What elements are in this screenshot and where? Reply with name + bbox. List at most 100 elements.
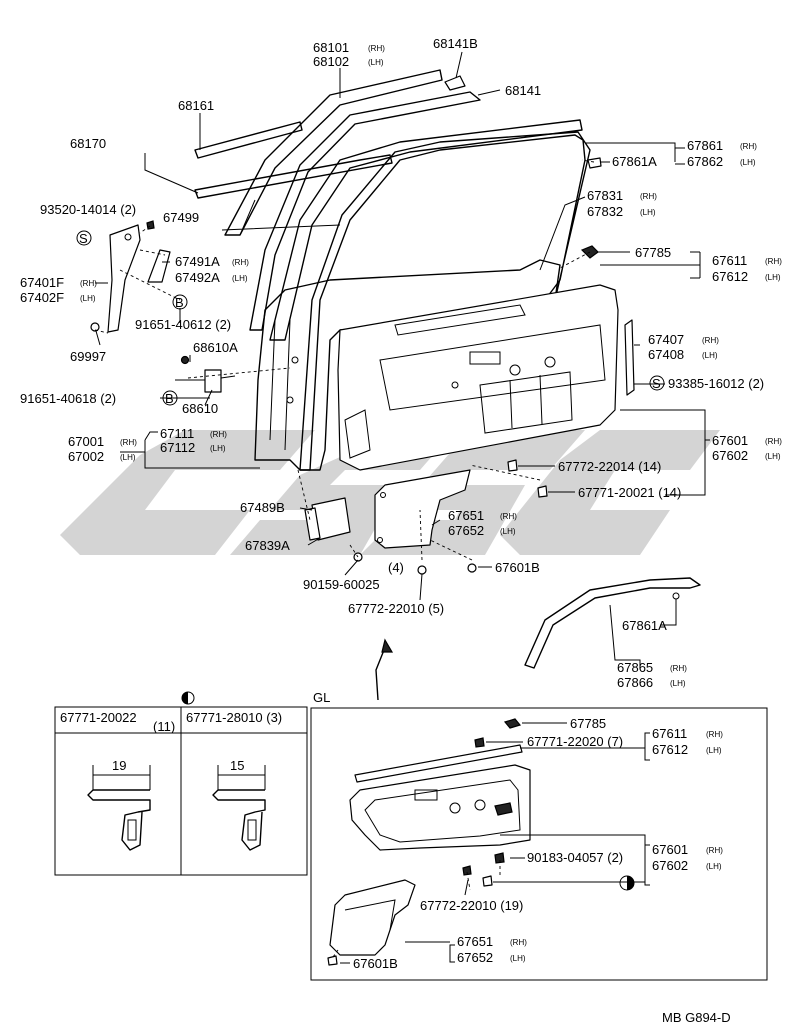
callout-68101-group: 68101 (RH) 68102 (LH) [313, 40, 385, 69]
callout-69997: 69997 [70, 349, 106, 364]
callout-68161: 68161 [178, 98, 214, 113]
symbol-s: S [652, 376, 661, 391]
callout-67611: 67611 [712, 253, 747, 268]
callout-67601: 67601 [712, 433, 748, 448]
callout-67407: 67407 [648, 332, 684, 347]
callout-67491a: 67491A [175, 254, 220, 269]
callout-67866: 67866 [617, 675, 653, 690]
gl-callout-lh: (LH) [706, 862, 722, 871]
callout-rh: (RH) [120, 438, 137, 447]
symbol-b-circle [172, 294, 188, 310]
clip-2-dim: 15 [230, 758, 244, 773]
gl-callout-lh: (LH) [510, 954, 526, 963]
callout-67652: 67652 [448, 523, 484, 538]
gl-inset: GL 67785 67771-22020 (7) 67611 (RH) 6 [310, 690, 768, 981]
callout-68141b: 68141B [433, 36, 478, 51]
gl-callout-67772-22010: 67772-22010 (19) [420, 898, 523, 913]
symbol-b: B [165, 391, 174, 406]
callout-lh: (LH) [120, 453, 136, 462]
callout-rh: (RH) [640, 192, 657, 201]
door-drawing [90, 69, 701, 669]
callout-rh: (RH) [765, 437, 782, 446]
leader-lines [95, 51, 710, 668]
callout-68101: 68101 [313, 40, 349, 55]
clip-2-part: 67771-28010 (3) [186, 710, 282, 725]
gl-arrow [375, 644, 389, 701]
symbol-s-circle [649, 375, 665, 391]
gl-callout-67611: 67611 [652, 726, 687, 741]
callout-rh: (RH) [702, 336, 719, 345]
callout-rh: (RH) [232, 258, 249, 267]
clip-detail-table: 67771-20022 (11) 67771-28010 (3) 19 15 [54, 691, 308, 876]
callout-lh: (LH) [670, 679, 686, 688]
gl-arrow-head [381, 638, 394, 653]
gl-callout-67601b: 67601B [353, 956, 398, 971]
symbol-b: B [175, 295, 184, 310]
callout-67861a-roof: 67861A [622, 618, 667, 633]
callout-67601b: 67601B [495, 560, 540, 575]
callout-67001: 67001 [68, 434, 104, 449]
callout-rh: (RH) [210, 430, 227, 439]
callout-67832: 67832 [587, 204, 623, 219]
callout-68170: 68170 [70, 136, 106, 151]
callout-93520: 93520-14014 (2) [40, 202, 136, 217]
callout-67112: 67112 [160, 440, 195, 455]
gl-callout-rh: (RH) [510, 938, 527, 947]
callout-rh: (RH) [670, 664, 687, 673]
symbol-s: S [79, 231, 88, 246]
callout-rh: (RH) [765, 257, 782, 266]
gl-callout-90183: 90183-04057 (2) [527, 850, 623, 865]
callout-67401f: 67401F [20, 275, 64, 290]
clip-1-qty: (11) [153, 719, 175, 734]
gl-title: GL [313, 690, 330, 705]
symbol-b-circle [162, 390, 178, 406]
callout-67492a: 67492A [175, 270, 220, 285]
callout-lh: (LH) [740, 158, 756, 167]
clip-1-part: 67771-20022 [60, 710, 137, 725]
callout-68610: 68610 [182, 401, 218, 416]
callout-67612: 67612 [712, 269, 748, 284]
callout-68610a: 68610A [193, 340, 238, 355]
callout-67651: 67651 [448, 508, 484, 523]
callout-67402f: 67402F [20, 290, 64, 305]
callout-67408: 67408 [648, 347, 684, 362]
callout-lh: (LH) [232, 274, 248, 283]
callout-68141: 68141 [505, 83, 541, 98]
callout-67865: 67865 [617, 660, 653, 675]
callout-68102: 68102 [313, 54, 349, 69]
gl-callout-67612: 67612 [652, 742, 688, 757]
symbol-s-circle [76, 230, 92, 246]
callout-lh: (LH) [765, 452, 781, 461]
callout-67772-22014: 67772-22014 (14) [558, 459, 661, 474]
gl-callout-67652: 67652 [457, 950, 493, 965]
callout-67111: 67111 [160, 426, 194, 441]
gl-callout-67785: 67785 [570, 716, 606, 731]
callout-rh: (RH) [368, 44, 385, 53]
callout-lh: (LH) [765, 273, 781, 282]
callout-lh: (LH) [500, 527, 516, 536]
callout-lh: (LH) [368, 58, 384, 67]
callout-qty-4: (4) [388, 560, 404, 575]
callout-lh: (LH) [210, 444, 226, 453]
gl-callout-lh: (LH) [706, 746, 722, 755]
callout-91651-40618: 91651-40618 (2) [20, 391, 116, 406]
callout-lh: (LH) [80, 294, 96, 303]
callout-67861a: 67861A [612, 154, 657, 169]
clip-2-icon: 15 [212, 758, 266, 851]
clip-1-dim: 19 [112, 758, 126, 773]
callout-90159: 90159-60025 [303, 577, 380, 592]
callout-67839a: 67839A [245, 538, 290, 553]
callout-rh: (RH) [80, 279, 97, 288]
callout-67785: 67785 [635, 245, 671, 260]
callout-67499: 67499 [163, 210, 199, 225]
callout-67861: 67861 [687, 138, 723, 153]
gl-callout-rh: (RH) [706, 846, 723, 855]
callout-93385: 93385-16012 (2) [668, 376, 764, 391]
gl-callout-67651: 67651 [457, 934, 493, 949]
gl-callout-67771-22020: 67771-22020 (7) [527, 734, 623, 749]
callout-67002: 67002 [68, 449, 104, 464]
callout-91651-40612: 91651-40612 (2) [135, 317, 231, 332]
callout-67489b: 67489B [240, 500, 285, 515]
callout-rh: (RH) [500, 512, 517, 521]
